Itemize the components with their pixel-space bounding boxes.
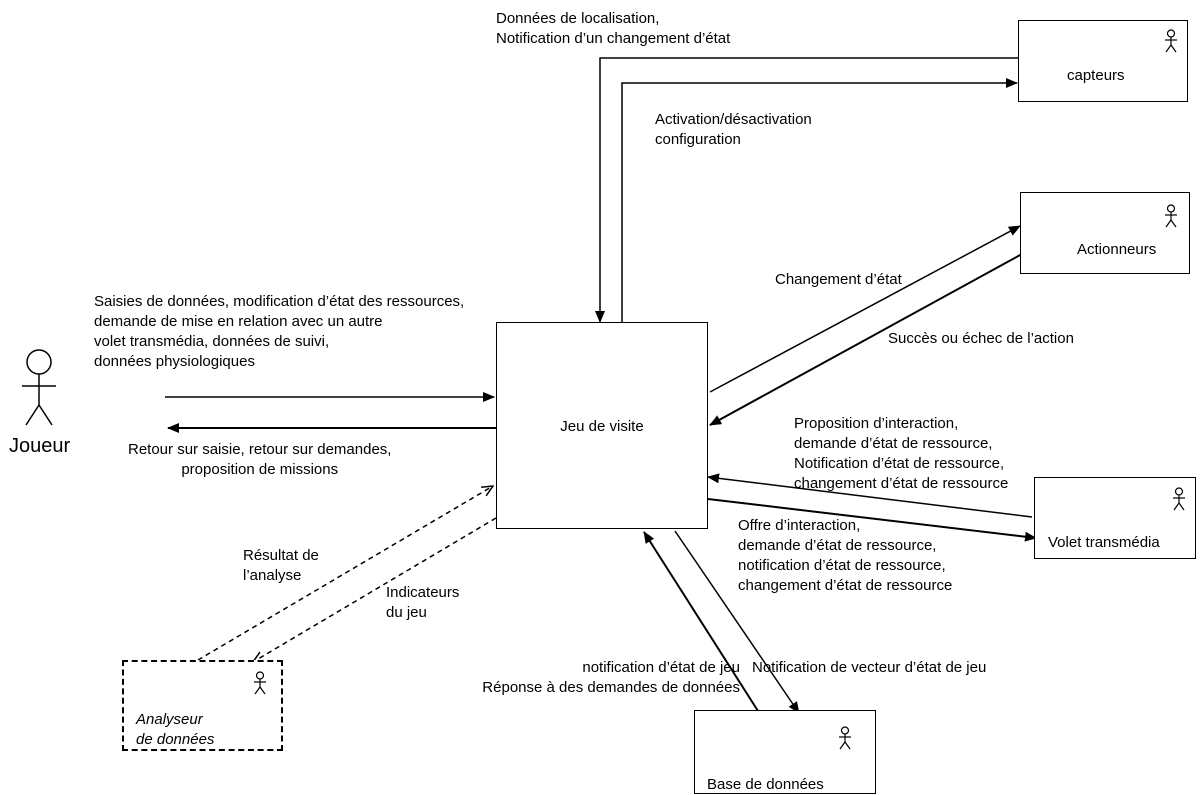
flow-label-game-indicators: Indicateurs du jeu bbox=[386, 584, 460, 621]
arrow-database-to-central bbox=[643, 531, 759, 712]
flow-label-database-in: notification d’état de jeu Réponse à des… bbox=[482, 659, 740, 696]
arrow-central-to-analyser bbox=[253, 517, 497, 662]
actuators-box: Actionneurs bbox=[1020, 192, 1190, 274]
flow-label-database-out: Notification de vecteur d’état de jeu bbox=[752, 659, 987, 676]
arrow-central-to-database bbox=[674, 530, 800, 714]
arrow-analyser-to-central bbox=[197, 486, 493, 661]
central-system-box: Jeu de visite bbox=[496, 322, 708, 529]
flow-label-actuators-in: Succès ou échec de l’action bbox=[888, 330, 1074, 347]
flow-label-transmedia-out: Offre d’interaction, demande d’état de r… bbox=[738, 517, 953, 594]
arrow-transmedia-to-central bbox=[707, 473, 1033, 518]
central-system-label: Jeu de visite bbox=[560, 418, 644, 435]
arrow-central-to-transmedia bbox=[707, 498, 1037, 542]
flow-label-transmedia-in: Proposition d’interaction, demande d’éta… bbox=[794, 415, 1009, 492]
flow-label-sensors-out: Activation/désactivation configuration bbox=[655, 111, 812, 148]
sensors-box-label: capteurs bbox=[1067, 67, 1125, 84]
flow-label-actuators-out: Changement d’état bbox=[775, 271, 902, 288]
player-actor-label: Joueur bbox=[9, 435, 71, 457]
flow-label-player-out: Retour sur saisie, retour sur demandes, … bbox=[128, 441, 392, 478]
arrow-sensors-to-central bbox=[595, 57, 1020, 323]
transmedia-box-label: Volet transmédia bbox=[1048, 534, 1160, 551]
arrow-central-to-sensors bbox=[621, 78, 1018, 322]
analyser-box: Analyseur de données bbox=[122, 660, 283, 751]
database-box: Base de données bbox=[694, 710, 876, 794]
flow-label-player-in: Saisies de données, modification d’état … bbox=[94, 293, 465, 370]
actuators-box-label: Actionneurs bbox=[1077, 241, 1157, 258]
flow-label-sensors-in: Données de localisation, Notification d’… bbox=[496, 10, 731, 47]
transmedia-box: Volet transmédia bbox=[1034, 477, 1196, 559]
analyser-box-label: Analyseur de données bbox=[136, 711, 215, 748]
database-actor-icon bbox=[838, 726, 852, 750]
transmedia-actor-icon bbox=[1172, 487, 1186, 511]
analyser-actor-icon bbox=[253, 671, 267, 695]
actuators-actor-icon bbox=[1164, 204, 1178, 228]
sensors-actor-icon bbox=[1164, 29, 1178, 53]
player-actor-figure bbox=[22, 349, 56, 426]
database-box-label: Base de données bbox=[707, 776, 824, 793]
flow-label-analysis-result: Résultat de l’analyse bbox=[243, 547, 319, 584]
arrow-central-to-actionneurs bbox=[709, 225, 1021, 393]
arrow-actionneurs-to-central bbox=[709, 253, 1023, 426]
sensors-box: capteurs bbox=[1018, 20, 1188, 102]
